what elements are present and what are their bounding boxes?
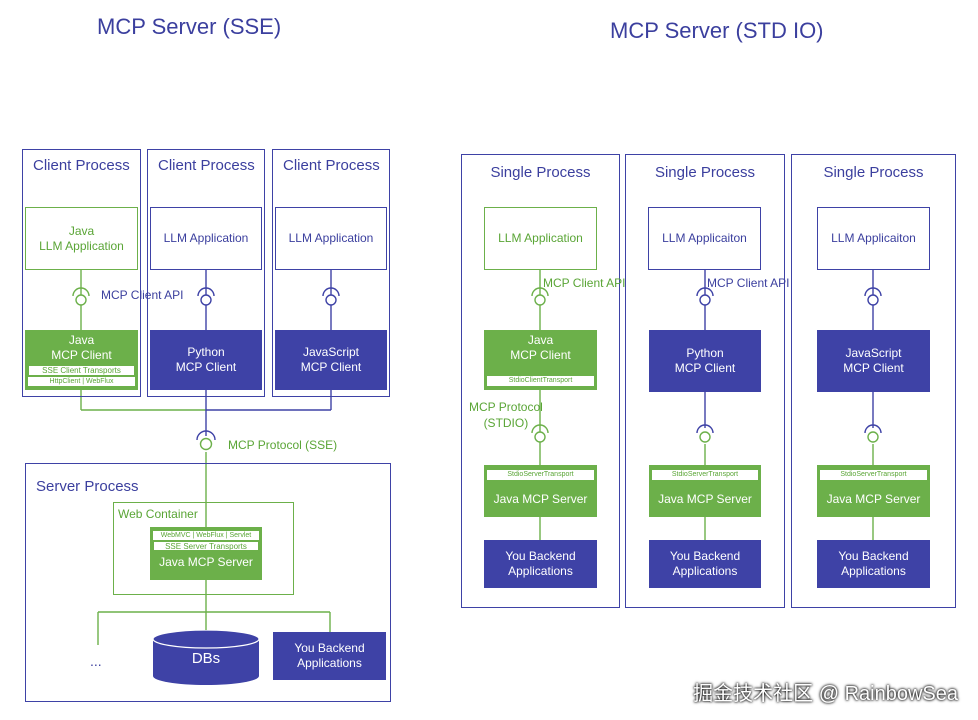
backend-applications: You Backend Applications — [649, 540, 761, 588]
client-name: Java MCP Client — [51, 333, 112, 362]
stdio-server-transport: StdioServerTransport — [820, 470, 927, 480]
java-mcp-client: Java MCP Client SSE Client Transports Ht… — [25, 330, 138, 390]
client-process-box: Client Process — [272, 149, 390, 397]
interface-socket-icon — [531, 287, 549, 306]
web-container-label: Web Container — [118, 507, 198, 521]
client-libs: HttpClient | WebFlux — [28, 377, 135, 386]
llm-application: LLM Application — [275, 207, 387, 270]
process-label: Single Process — [654, 164, 756, 181]
stdio-server-transport: StdioServerTransport — [652, 470, 758, 480]
process-label: Server Process — [36, 478, 139, 495]
interface-socket-icon — [696, 424, 714, 443]
interface-socket-icon — [864, 424, 882, 443]
java-mcp-server: WebMVC | WebFlux | Servlet SSE Server Tr… — [150, 527, 262, 580]
single-process-box: Single Process — [625, 154, 785, 608]
server-frameworks: WebMVC | WebFlux | Servlet — [153, 531, 259, 540]
stdio-title: MCP Server (STD IO) — [610, 18, 824, 43]
backend-applications: You Backend Applications — [484, 540, 597, 588]
javascript-mcp-client: JavaScript MCP Client — [275, 330, 387, 390]
llm-application: LLM Applicaiton — [648, 207, 761, 270]
web-container-box: Web Container — [113, 502, 294, 595]
llm-application: LLM Application — [150, 207, 262, 270]
interface-socket-icon — [696, 287, 714, 306]
client-api-label: MCP Client API — [543, 276, 626, 290]
server-name: Java MCP Server — [159, 555, 253, 569]
java-llm-application: Java LLM Application — [25, 207, 138, 270]
client-api-label: MCP Client API — [707, 276, 790, 290]
backend-applications: You Backend Applications — [817, 540, 930, 588]
backend-applications: You Backend Applications — [273, 632, 386, 680]
process-label: Client Process — [158, 157, 255, 174]
llm-application: LLM Application — [484, 207, 597, 270]
stdio-client-transport: StdioClientTransport — [487, 376, 594, 386]
java-mcp-server: StdioServerTransport Java MCP Server — [484, 465, 597, 517]
process-label: Client Process — [33, 157, 130, 174]
sse-title: MCP Server (SSE) — [97, 14, 282, 39]
process-label: Single Process — [823, 164, 924, 181]
single-process-box: Single Process — [461, 154, 620, 608]
javascript-mcp-client: JavaScript MCP Client — [817, 330, 930, 392]
single-process-box: Single Process — [791, 154, 956, 608]
sse-server-transports: SSE Server Transports — [153, 541, 259, 551]
interface-socket-icon — [197, 287, 215, 306]
ellipsis-label: ... — [90, 653, 102, 669]
client-process-box: Client Process — [147, 149, 265, 397]
server-name: Java MCP Server — [826, 492, 921, 506]
server-process-box: Server Process — [25, 463, 391, 702]
interface-socket-icon — [531, 424, 549, 443]
db-label: DBs — [191, 650, 221, 667]
database-icon — [153, 630, 259, 685]
java-mcp-client: Java MCP Client StdioClientTransport — [484, 330, 597, 390]
process-label: Client Process — [283, 157, 380, 174]
llm-application: LLM Applicaiton — [817, 207, 930, 270]
sse-client-transports: SSE Client Transports — [28, 365, 135, 376]
interface-socket-icon — [72, 287, 90, 306]
server-name: Java MCP Server — [658, 492, 752, 506]
protocol-sse-label: MCP Protocol (SSE) — [228, 438, 338, 452]
protocol-stdio-label: MCP Protocol (STDIO) — [469, 400, 543, 430]
client-process-box: Client Process — [22, 149, 141, 397]
server-name: Java MCP Server — [493, 492, 588, 506]
java-mcp-server: StdioServerTransport Java MCP Server — [649, 465, 761, 517]
python-mcp-client: Python MCP Client — [649, 330, 761, 392]
interface-socket-icon — [864, 287, 882, 306]
client-api-label: MCP Client API — [101, 288, 184, 302]
interface-socket-icon — [196, 430, 216, 451]
stdio-server-transport: StdioServerTransport — [487, 470, 594, 480]
interface-socket-icon — [322, 287, 340, 306]
java-mcp-server: StdioServerTransport Java MCP Server — [817, 465, 930, 517]
python-mcp-client: Python MCP Client — [150, 330, 262, 390]
client-name: Java MCP Client — [510, 333, 571, 362]
watermark: 掘金技术社区 @ RainbowSea — [693, 683, 958, 705]
process-label: Single Process — [490, 164, 591, 181]
